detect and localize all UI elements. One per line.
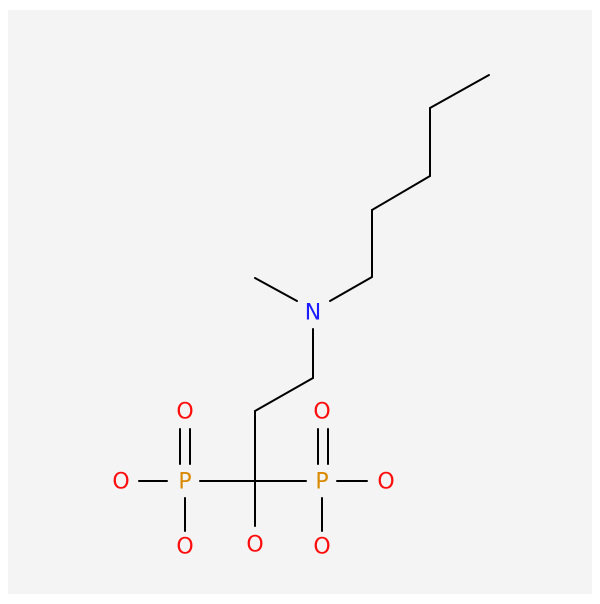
atom-oxygen-p1-bottom: O: [176, 535, 193, 560]
atom-oxygen-p2-top: O: [313, 400, 330, 425]
bond-methyl-n: [254, 277, 298, 302]
bond-c3-c4: [371, 175, 431, 211]
atom-phosphorus-right: P: [315, 470, 328, 495]
bond-c1-c2: [429, 74, 490, 109]
atom-oxygen-hydroxyl: O: [246, 533, 263, 558]
atom-oxygen-p2-bottom: O: [313, 535, 330, 560]
atom-phosphorus-left: P: [178, 470, 191, 495]
bonds: [138, 74, 490, 532]
atom-oxygen-p2-right: O: [377, 470, 394, 495]
atom-oxygen-p1-left: O: [112, 470, 129, 495]
bond-c6-c7: [254, 377, 314, 412]
diagram-background: [8, 10, 592, 594]
atom-oxygen-p1-top: O: [176, 400, 193, 425]
atom-labels: N P P O O O O O O O: [112, 301, 394, 560]
bond-c5-n: [329, 276, 373, 302]
atom-nitrogen: N: [305, 301, 321, 326]
